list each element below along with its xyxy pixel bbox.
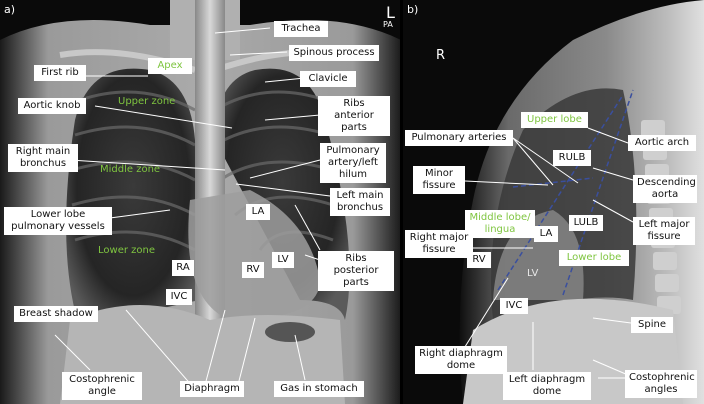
lobe-lower: Lower lobe <box>559 250 629 266</box>
left-marker: L <box>386 3 395 22</box>
right-marker: R <box>436 48 446 63</box>
label-lv: LV <box>527 268 539 279</box>
label-lower-lobe-vessels: Lower lobe pulmonary vessels <box>4 207 112 235</box>
zone-middle: Middle zone <box>100 164 161 175</box>
label-diaphragm: Diaphragm <box>180 381 244 397</box>
label-ribs-posterior: Ribs posterior parts <box>318 251 394 291</box>
label-ivc: IVC <box>166 289 192 305</box>
label-ribs-anterior: Ribs anterior parts <box>318 96 390 136</box>
panel-a-label: a) <box>4 3 16 16</box>
label-costophrenic-angle: Costophrenic angle <box>62 372 142 400</box>
label-right-diaphragm-dome: Right diaphragm dome <box>415 346 507 374</box>
label-breast-shadow: Breast shadow <box>14 306 98 322</box>
zone-lower: Lower zone <box>98 245 155 256</box>
label-clavicle: Clavicle <box>300 71 356 87</box>
label-aortic-knob: Aortic knob <box>18 98 86 114</box>
label-trachea: Trachea <box>274 21 328 37</box>
label-left-main-bronchus: Left main bronchus <box>330 188 390 216</box>
label-descending-aorta: Descending aorta <box>633 175 697 203</box>
label-pulmonary-artery-left-hilum: Pulmonary artery/left hilum <box>320 143 386 183</box>
zone-upper: Upper zone <box>118 96 176 107</box>
lateral-chest-xray-panel: b) R Upper lobe Pulmonary arteries Aorti… <box>403 0 704 404</box>
label-spinous-process: Spinous process <box>289 45 379 61</box>
label-rv: RV <box>467 252 491 268</box>
label-right-main-bronchus: Right main bronchus <box>8 144 78 172</box>
label-spine: Spine <box>631 317 673 333</box>
pa-marker: PA <box>383 20 393 29</box>
pa-xray-image <box>0 0 401 404</box>
label-lv: LV <box>272 252 294 268</box>
label-gas-in-stomach: Gas in stomach <box>274 381 364 397</box>
label-la: LA <box>534 226 558 242</box>
label-rulb: RULB <box>553 150 591 166</box>
lobe-upper: Upper lobe <box>521 112 588 128</box>
label-aortic-arch: Aortic arch <box>628 135 696 151</box>
label-middle-lobe-lingua: Middle lobe/ lingua <box>465 210 535 238</box>
label-pulmonary-arteries: Pulmonary arteries <box>405 130 513 146</box>
label-right-major-fissure: Right major fissure <box>405 230 473 258</box>
label-first-rib: First rib <box>34 65 86 81</box>
label-minor-fissure: Minor fissure <box>413 166 465 194</box>
label-rv: RV <box>242 262 264 278</box>
label-ivc: IVC <box>500 298 528 314</box>
label-apex: Apex <box>148 58 192 74</box>
label-left-diaphragm-dome: Left diaphragm dome <box>503 372 591 400</box>
label-la: LA <box>246 204 270 220</box>
label-ra: RA <box>172 260 194 276</box>
label-costophrenic-angles: Costophrenic angles <box>625 370 697 398</box>
lateral-leader-lines <box>462 127 634 379</box>
pa-leader-lines <box>54 27 331 396</box>
lateral-xray-image <box>403 0 704 404</box>
label-left-major-fissure: Left major fissure <box>633 217 695 245</box>
label-lulb: LULB <box>569 215 603 231</box>
panel-b-label: b) <box>407 3 419 16</box>
pa-chest-xray-panel: a) L PA <box>0 0 401 404</box>
